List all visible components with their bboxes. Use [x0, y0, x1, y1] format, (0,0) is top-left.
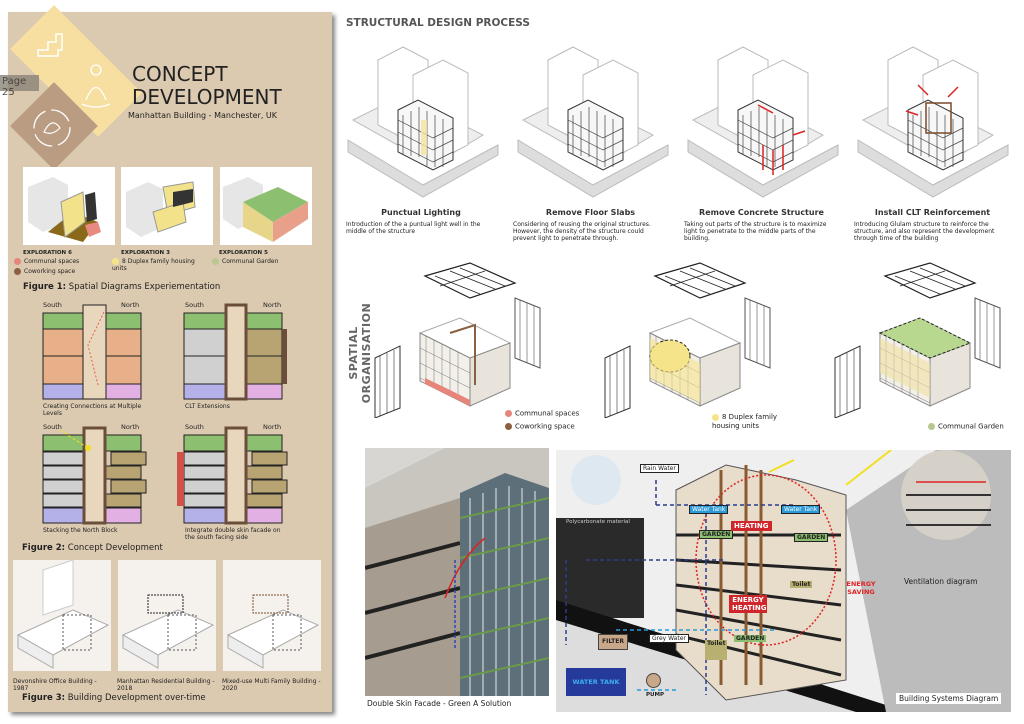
toilet-label: Toilet [790, 581, 813, 588]
step-title: Install CLT Reinforcement [874, 208, 991, 217]
pump-label: PUMP [646, 692, 665, 698]
water-tank-label: Water Tank [689, 505, 729, 514]
legend-swatch [14, 258, 21, 265]
legend-item: 8 Duplex family housing units [712, 413, 792, 431]
legend-label: Communal Garden [938, 422, 1004, 431]
step-desc: Introducing Glulam structure to reinforc… [854, 221, 995, 242]
structural-process-images [347, 46, 1009, 198]
legend-swatch [212, 258, 219, 265]
legend-item: Coworking space [505, 423, 575, 431]
legend-label: 8 Duplex family housing units [712, 413, 778, 430]
legend-item: Coworking space [14, 268, 75, 275]
ventilation-label: Ventilation diagram [904, 577, 978, 586]
structural-heading: STRUCTURAL DESIGN PROCESS [346, 17, 530, 29]
water-tank-label: Water Tank [781, 505, 821, 514]
north-label: North [121, 301, 140, 309]
diagram-caption: Creating Connections at Multiple Levels [43, 403, 142, 417]
exploration-images [23, 167, 312, 245]
step-desc: Considering of reusing the original stru… [513, 221, 651, 242]
legend-label: Coworking space [24, 268, 76, 275]
legend-swatch [14, 268, 21, 275]
diagram-caption: Integrate double skin facade on the sout… [185, 527, 281, 541]
building-development-images [13, 560, 321, 671]
garden-label: GARDEN [794, 533, 829, 542]
pump-icon [646, 673, 661, 688]
title-line-1: CONCEPT [132, 62, 228, 86]
title-line-2: DEVELOPMENT [132, 85, 282, 109]
legend-label: Communal spaces [24, 258, 80, 265]
concept-diagrams [42, 303, 288, 525]
legend-swatch [928, 423, 935, 430]
legend-swatch [712, 413, 719, 421]
systems-caption: Building Systems Diagram [896, 693, 1002, 704]
legend-swatch [112, 258, 119, 265]
energy-heating-label: ENERGY HEATING [729, 595, 767, 613]
polycarbonate-label: Polycarbonate material [566, 519, 630, 525]
legend-item: Communal spaces [14, 258, 79, 265]
legend-item: Communal Garden [928, 423, 1004, 431]
building-caption: Devonshire Office Building - 1987 [13, 678, 97, 692]
page-label: Page 25 [0, 75, 39, 98]
exploration-3-title: EXPLORATION 3 [121, 250, 170, 256]
exploration-5-title: EXPLORATION 5 [219, 250, 268, 256]
garden-label: GARDEN [734, 635, 767, 642]
legend-item: Communal spaces [505, 410, 579, 418]
facade-caption: Double Skin Facade - Green A Solution [367, 699, 512, 708]
page-title: CONCEPT DEVELOPMENT [132, 63, 282, 109]
building-systems-diagram: Rain Water Polycarbonate material Water … [556, 450, 1011, 712]
legend-swatch [505, 410, 512, 417]
legend-label: Communal spaces [515, 409, 580, 418]
step-desc: Taking out parts of the structure is to … [684, 221, 827, 242]
spatial-organisation-images [374, 262, 1001, 418]
south-label: South [185, 423, 204, 431]
diagram-caption: Stacking the North Block [43, 527, 118, 534]
building-caption: Mixed-use Multi Family Building - 2020 [222, 678, 321, 692]
rain-water-label: Rain Water [640, 464, 679, 473]
figure-2-caption: Figure 2: Concept Development [22, 543, 163, 553]
toilet-label: Toilet [705, 640, 728, 660]
heating-label: HEATING [731, 521, 772, 531]
water-tank-box: WATER TANK [566, 668, 626, 696]
south-label: South [185, 301, 204, 309]
figure-3-caption: Figure 3: Building Development over-time [22, 693, 206, 703]
step-title: Remove Floor Slabs [545, 208, 636, 217]
legend-item: Communal Garden [212, 258, 278, 265]
legend-swatch [505, 423, 512, 430]
north-label: North [121, 423, 140, 431]
systems-drawing [556, 450, 1011, 712]
diagram-caption: CLT Extensions [185, 403, 230, 410]
south-label: South [43, 423, 62, 431]
energy-saving-label: ENERGY SAVING [846, 580, 876, 596]
legend-label: Communal Garden [222, 258, 279, 265]
figure-1-caption: Figure 1: Spatial Diagrams Experiementat… [23, 282, 221, 292]
north-label: North [263, 423, 282, 431]
legend-label: Coworking space [515, 422, 575, 431]
double-skin-facade-image [365, 448, 549, 696]
legend-item: 8 Duplex family housing units [112, 258, 202, 272]
south-label: South [43, 301, 62, 309]
legend-label: 8 Duplex family housing units [112, 258, 195, 272]
step-desc: Introduction of the a puntual light well… [346, 221, 481, 235]
north-label: North [263, 301, 282, 309]
exploration-6-title: EXPLORATION 6 [23, 250, 72, 256]
garden-label: GARDEN [699, 530, 734, 539]
filter-box: FILTER [598, 634, 628, 650]
building-caption: Manhattan Residential Building - 2018 [117, 678, 215, 692]
subtitle: Manhattan Building - Manchester, UK [128, 111, 278, 120]
icon-glyphs [33, 33, 111, 147]
step-title: Remove Concrete Structure [699, 208, 824, 217]
grey-water-label: Grey Water [649, 634, 689, 643]
step-title: Punctual Lighting [381, 208, 461, 217]
